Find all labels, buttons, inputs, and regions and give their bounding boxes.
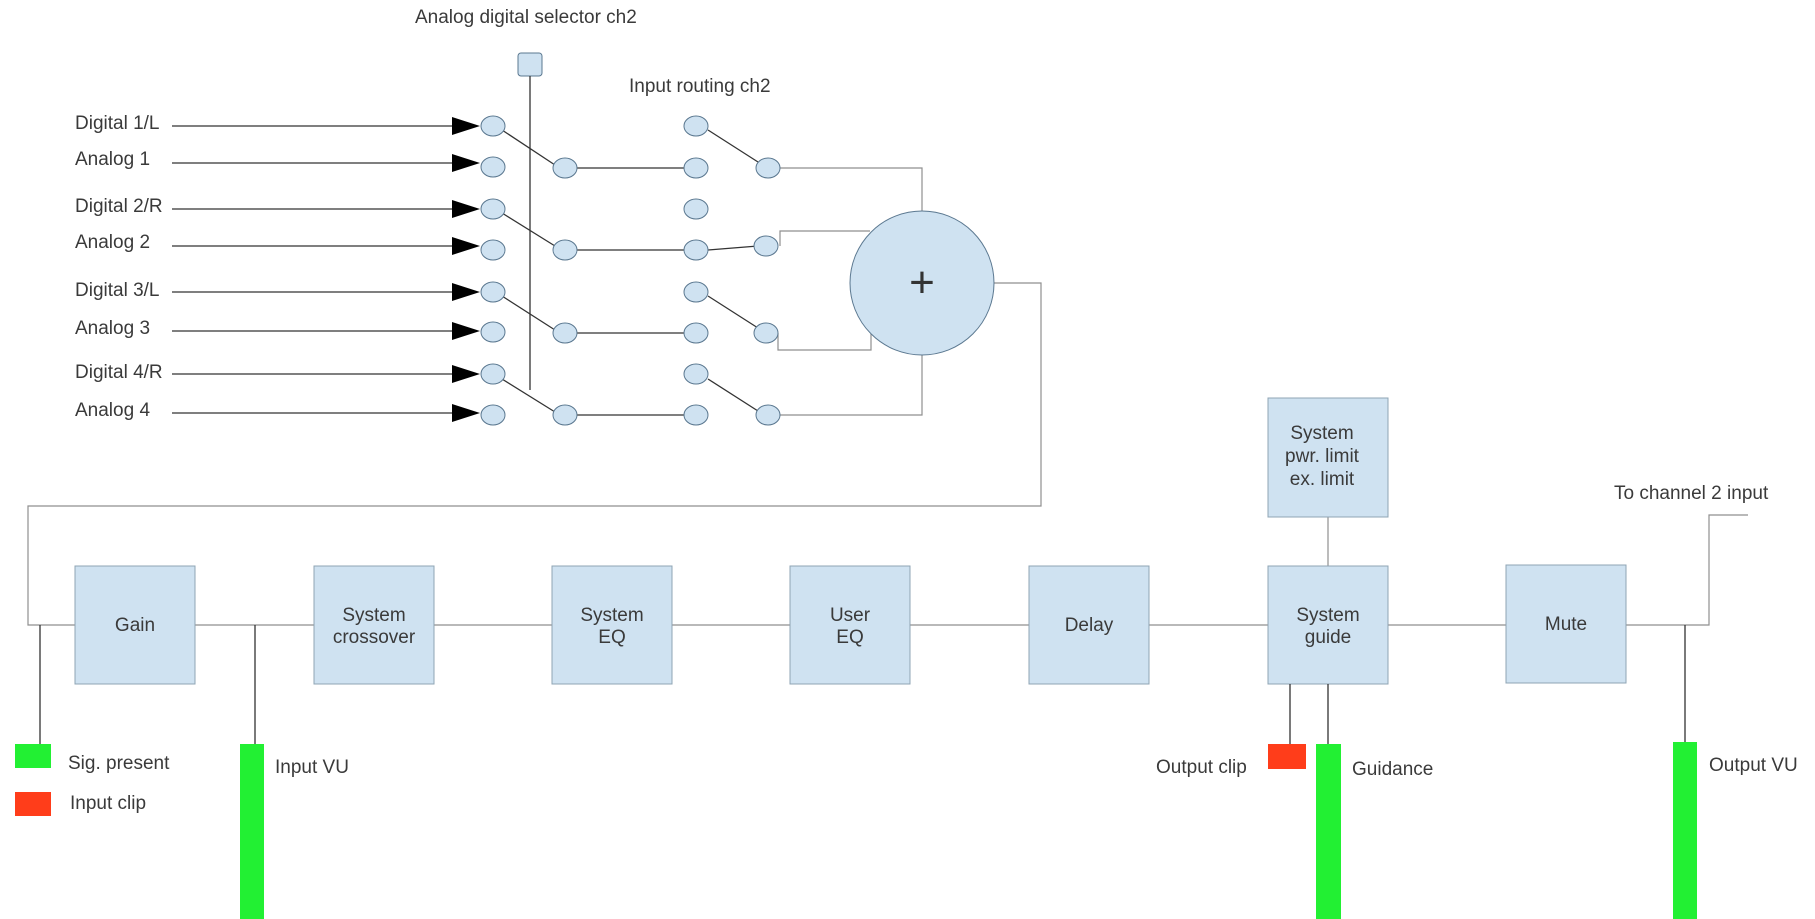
routing-node[interactable]	[683, 198, 709, 220]
block-mute[interactable]: Mute	[1505, 564, 1627, 684]
block-label: crossover	[333, 627, 416, 648]
switch-node[interactable]	[480, 156, 506, 178]
block-label: ex. limit	[1290, 469, 1355, 490]
input-vu-meter	[240, 744, 264, 919]
block-label: Delay	[1065, 615, 1114, 636]
switch-node[interactable]	[480, 321, 506, 343]
selector-title: Analog digital selector ch2	[415, 7, 637, 28]
block-label: EQ	[836, 627, 863, 648]
routing-output-node[interactable]	[755, 404, 781, 426]
input-arrow	[452, 404, 480, 422]
routing-node[interactable]	[683, 281, 709, 303]
block-system-guide[interactable]: System guide	[1267, 565, 1389, 685]
sig-present-label: Sig. present	[68, 753, 170, 774]
block-label: System	[580, 605, 643, 626]
routing-node[interactable]	[683, 239, 709, 261]
block-label: System	[1296, 605, 1359, 626]
switch-node[interactable]	[480, 281, 506, 303]
output-vu-label: Output VU	[1709, 755, 1798, 776]
input-list: Digital 1/L Analog 1 Digital 2/R Analog …	[75, 113, 480, 422]
block-system-limit[interactable]: System pwr. limit ex. limit	[1267, 397, 1389, 518]
block-system-eq[interactable]: System EQ	[551, 565, 673, 685]
block-gain[interactable]: Gain	[74, 565, 196, 685]
input-label: Digital 1/L	[75, 113, 160, 134]
input-vu-label: Input VU	[275, 757, 349, 778]
selector-node[interactable]	[552, 404, 578, 426]
output-clip-label: Output clip	[1156, 757, 1247, 778]
input-nodes	[480, 115, 506, 426]
routing-output-node[interactable]	[755, 157, 781, 179]
routing-node[interactable]	[683, 363, 709, 385]
selector-node[interactable]	[552, 239, 578, 261]
switch-node[interactable]	[480, 198, 506, 220]
routing-node[interactable]	[683, 157, 709, 179]
input-label: Digital 3/L	[75, 280, 160, 301]
input-arrow	[452, 200, 480, 218]
switch-node[interactable]	[480, 404, 506, 426]
block-system-crossover[interactable]: System crossover	[313, 565, 435, 685]
switch-node[interactable]	[480, 363, 506, 385]
input-label: Analog 4	[75, 400, 150, 421]
input-arrow	[452, 283, 480, 301]
block-label: EQ	[598, 627, 625, 648]
input-label: Analog 2	[75, 232, 150, 253]
input-label: Analog 1	[75, 149, 150, 170]
selector-switches	[501, 129, 759, 416]
routing-output-node[interactable]	[753, 235, 779, 257]
input-arrow	[452, 365, 480, 383]
routing-output-node[interactable]	[753, 322, 779, 344]
output-indicators: Output clip Guidance Output VU	[1156, 625, 1798, 919]
block-user-eq[interactable]: User EQ	[789, 565, 911, 685]
input-label: Analog 3	[75, 318, 150, 339]
block-delay[interactable]: Delay	[1028, 565, 1150, 685]
input-clip-label: Input clip	[70, 793, 146, 814]
selector-control[interactable]	[517, 52, 543, 77]
input-label: Digital 4/R	[75, 362, 163, 383]
input-arrow	[452, 322, 480, 340]
routing-node[interactable]	[683, 322, 709, 344]
selector-node[interactable]	[552, 322, 578, 344]
routing-node[interactable]	[683, 115, 709, 137]
output-clip-led	[1268, 744, 1306, 769]
block-label: Mute	[1545, 614, 1587, 635]
routing-title: Input routing ch2	[629, 76, 771, 97]
input-arrow	[452, 154, 480, 172]
input-arrow	[452, 117, 480, 135]
summer-output-wire	[27, 282, 1042, 626]
block-label: System	[1290, 423, 1353, 444]
summing-wires	[27, 167, 1042, 626]
block-label: System	[342, 605, 405, 626]
summer-node	[849, 210, 995, 356]
output-vu-meter	[1673, 742, 1697, 919]
guidance-label: Guidance	[1352, 759, 1433, 780]
routing-nodes	[683, 115, 781, 426]
switch-node[interactable]	[480, 239, 506, 261]
selector-node[interactable]	[552, 157, 578, 179]
routing-node[interactable]	[683, 404, 709, 426]
sig-present-led	[15, 744, 51, 768]
input-indicators: Sig. present Input clip Input VU	[15, 625, 349, 919]
input-clip-led	[15, 792, 51, 816]
switch-node[interactable]	[480, 115, 506, 137]
block-label: guide	[1305, 627, 1352, 648]
guidance-meter	[1316, 744, 1341, 919]
selector-nodes	[552, 157, 578, 426]
summer-symbol: +	[909, 258, 935, 307]
block-label: User	[830, 605, 871, 626]
input-label: Digital 2/R	[75, 196, 163, 217]
block-label: pwr. limit	[1285, 446, 1360, 467]
to-channel-label: To channel 2 input	[1614, 483, 1769, 504]
block-label: Gain	[115, 615, 155, 636]
input-arrow	[452, 237, 480, 255]
